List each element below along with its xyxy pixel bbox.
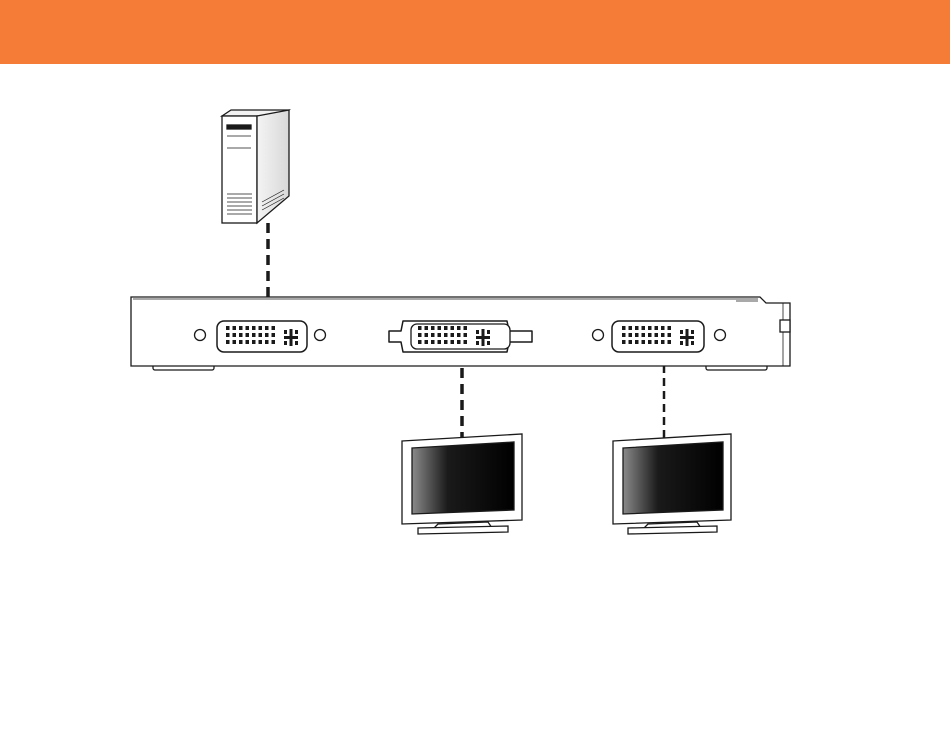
dvi-pin [252,340,256,344]
dvi-pin [425,326,429,330]
dvi-blade [686,329,689,346]
dvi-pin [438,340,442,344]
dvi-blade-pin [284,330,287,334]
dvi-pin [464,333,468,337]
dvi-pin [259,333,263,337]
dvi-pin [451,340,455,344]
dvi-pin [635,326,639,330]
dvi-pin [642,333,646,337]
flat-panel-monitor-icon [613,434,731,534]
dvi-pin [457,333,461,337]
dvi-pin [668,333,672,337]
dvi-pin [622,340,626,344]
dvi-pin [648,333,652,337]
flat-panel-monitor-icon [402,434,522,534]
dvi-pin [635,333,639,337]
tower-computer-icon [222,110,289,223]
screw-hole [195,330,206,341]
screw-hole [315,330,326,341]
dvi-blade-pin [680,341,683,345]
dvi-pin [668,340,672,344]
screw-hole [715,330,726,341]
dvi-pin [418,340,422,344]
dvi-pin [438,333,442,337]
dvi-blade [482,329,485,346]
dvi-blade [290,329,293,346]
dvi-pin [431,326,435,330]
dvi-pin [444,326,448,330]
dvi-pin [635,340,639,344]
dvi-pin [272,333,276,337]
dvi-pin [418,326,422,330]
dvi-pin [668,326,672,330]
dvi-blade-pin [476,341,479,345]
dvi-pin [246,340,250,344]
dvi-pin [444,340,448,344]
dvi-pin [265,340,269,344]
dvi-pin [226,340,230,344]
dvi-pin [431,340,435,344]
dvi-pin [226,333,230,337]
dvi-pin [661,333,665,337]
dvi-pin [648,326,652,330]
dvi-pin [629,326,633,330]
dvi-pin [431,333,435,337]
dvi-pin [233,340,237,344]
dvi-blade-pin [284,341,287,345]
dvi-pin [246,333,250,337]
dvi-blade-pin [680,330,683,334]
dvi-pin [642,326,646,330]
dvi-pin [265,326,269,330]
dvi-pin [629,333,633,337]
dvi-pin [622,333,626,337]
screw-hole [593,330,604,341]
dvi-pin [661,340,665,344]
dvi-pin [259,326,263,330]
dvi-pin [252,326,256,330]
dvi-blade-pin [487,341,490,345]
dvi-pin [464,340,468,344]
dvi-pin [622,326,626,330]
dvi-pin [438,326,442,330]
dvi-pin [265,333,269,337]
dvi-pin [457,326,461,330]
dvi-pin [239,333,243,337]
dvi-pin [272,326,276,330]
dvi-pin [451,326,455,330]
dvi-pin [425,340,429,344]
dvi-blade-pin [691,341,694,345]
dvi-pin [272,340,276,344]
dvi-pin [451,333,455,337]
dvi-pin [464,326,468,330]
dvi-pin [642,340,646,344]
dvi-pin [239,340,243,344]
dvi-pin [425,333,429,337]
dvi-blade-pin [295,330,298,334]
dvi-pin [233,333,237,337]
dvi-pin [418,333,422,337]
dvi-pin [259,340,263,344]
dvi-blade-pin [487,330,490,334]
dvi-pin [239,326,243,330]
dvi-pin [226,326,230,330]
dvi-pin [661,326,665,330]
dvi-pin [629,340,633,344]
dvi-pin [444,333,448,337]
dvi-blade-pin [295,341,298,345]
dvi-pin [252,333,256,337]
dvi-pin [655,340,659,344]
dvi-pin [233,326,237,330]
dvi-pin [457,340,461,344]
dvi-blade-pin [476,330,479,334]
dvi-pin [648,340,652,344]
dvi-pin [246,326,250,330]
dvi-pin [655,333,659,337]
dvi-blade-pin [691,330,694,334]
dvi-pin [655,326,659,330]
